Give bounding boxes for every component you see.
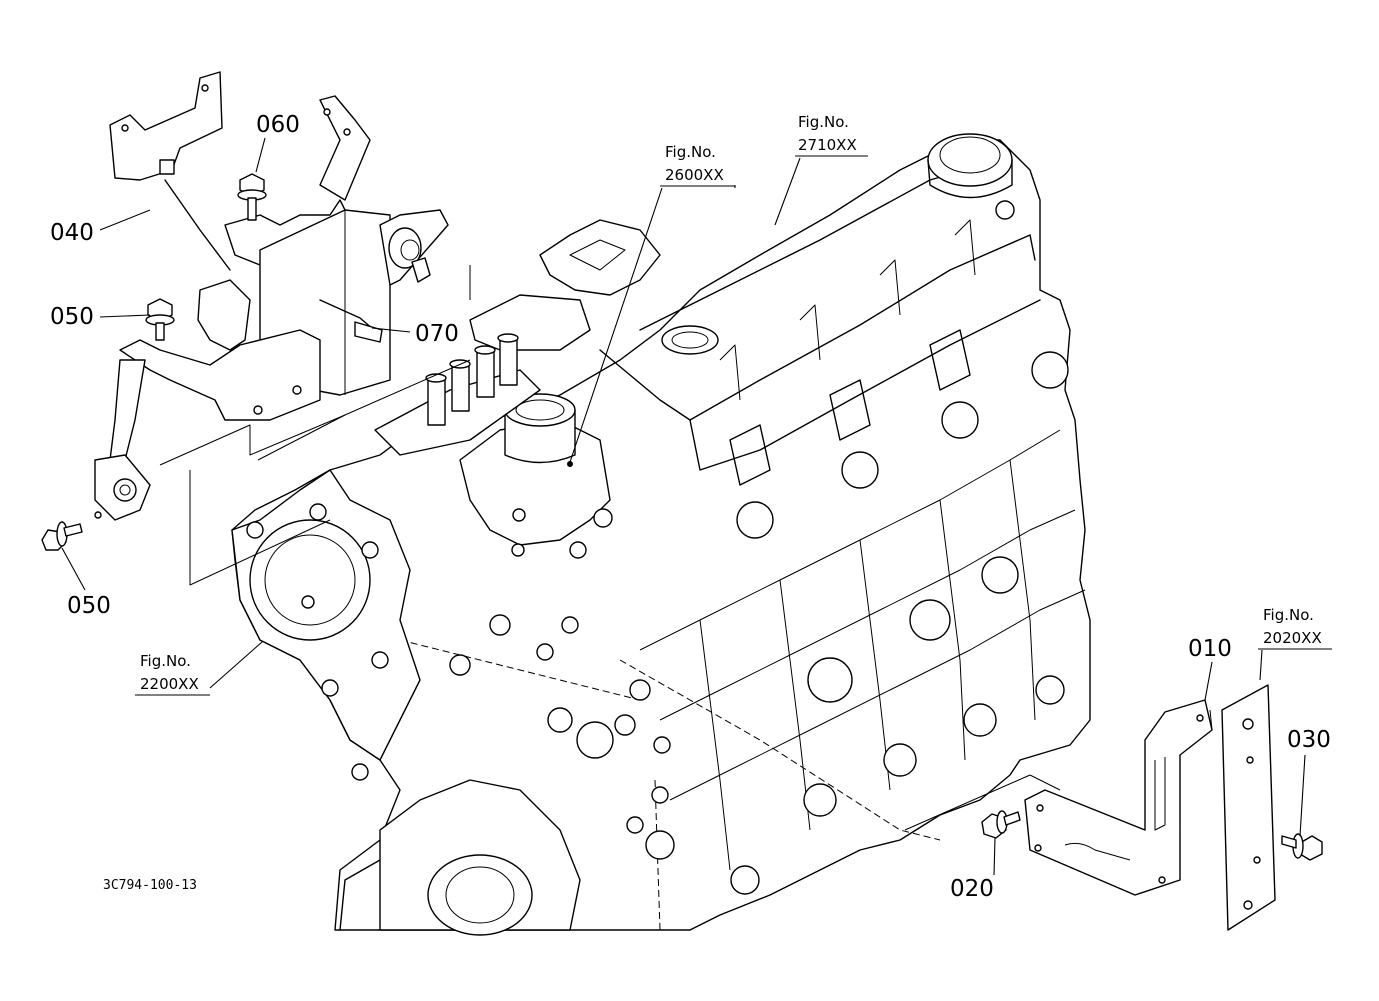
engine-block xyxy=(231,133,1091,936)
fig-ref-number: 2600XX xyxy=(665,166,724,184)
bolt-020 xyxy=(981,810,1021,839)
fig-ref-number: 2710XX xyxy=(798,136,857,154)
figure-ref-2600: Fig.No. 2600XX xyxy=(660,143,735,187)
injector-row xyxy=(374,333,541,456)
leader-lines xyxy=(61,137,1306,876)
figure-ref-2200: Fig.No. 2200XX xyxy=(135,652,210,696)
callout-020: 020 xyxy=(950,876,994,902)
fig-ref-label: Fig.No. xyxy=(1263,606,1314,624)
figure-ref-2710: Fig.No. 2710XX xyxy=(795,113,868,157)
plate-2020 xyxy=(1209,684,1276,931)
figure-ref-2020: Fig.No. 2020XX xyxy=(1258,606,1332,650)
fig-ref-label: Fig.No. xyxy=(665,143,716,161)
callouts: 060 040 050 070 050 010 030 020 xyxy=(50,112,1331,902)
callout-070: 070 xyxy=(415,321,459,347)
bolt-050-upper xyxy=(145,298,175,341)
fig-ref-number: 2200XX xyxy=(140,675,199,693)
callout-030: 030 xyxy=(1287,727,1331,753)
bolt-030 xyxy=(1281,833,1323,861)
bracket-010 xyxy=(1024,699,1213,896)
drawing-number: 3C794-100-13 xyxy=(103,878,197,893)
callout-010: 010 xyxy=(1188,636,1232,662)
bolt-050-lower xyxy=(41,521,83,551)
callout-050-upper: 050 xyxy=(50,304,94,330)
assembly-lines xyxy=(159,265,1061,831)
callout-060: 060 xyxy=(256,112,300,138)
fig-ref-label: Fig.No. xyxy=(140,652,191,670)
fig-ref-number: 2020XX xyxy=(1263,629,1322,647)
callout-040: 040 xyxy=(50,220,94,246)
callout-050-lower: 050 xyxy=(67,593,111,619)
bolt-060 xyxy=(237,173,267,221)
fig-ref-label: Fig.No. xyxy=(798,113,849,131)
bracket-040 xyxy=(94,71,449,521)
